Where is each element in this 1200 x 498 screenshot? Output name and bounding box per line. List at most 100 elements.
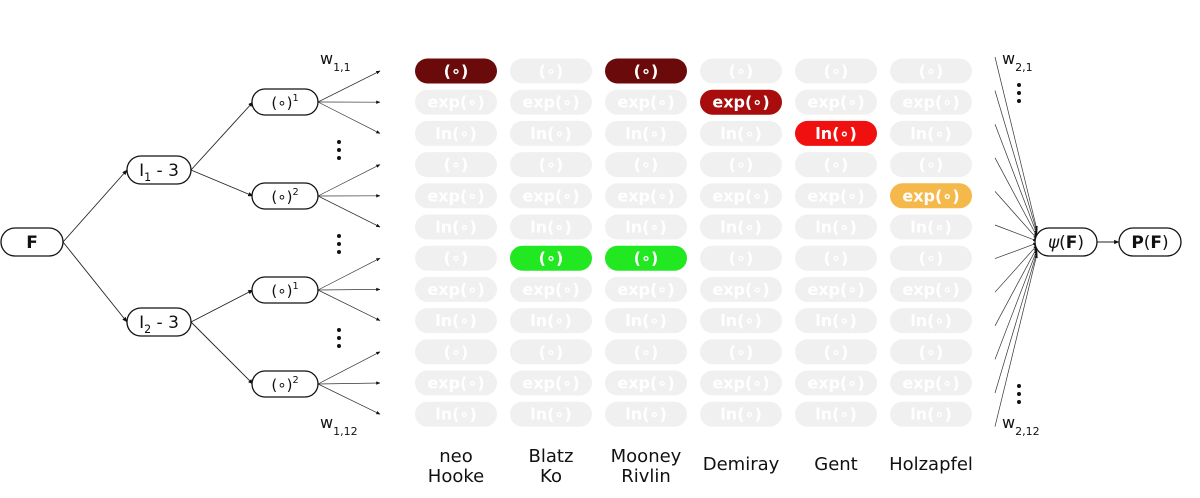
pill-label: exp(∘) [617,280,674,299]
invariant-node-2-box [126,307,192,337]
pill-label: exp(∘) [427,374,484,393]
pill-label: exp(∘) [712,186,769,205]
pill-label: exp(∘) [522,280,579,299]
edge-invariant-1-power-1 [190,101,254,171]
pill-label: ln(∘) [910,218,952,237]
pill-label: exp(∘) [807,280,864,299]
cell-2-6: ln(∘) [510,214,592,240]
inactive-pill [795,245,877,271]
cell-6-9: ln(∘) [890,308,972,334]
pill-label: (∘) [539,342,564,361]
pill-label: exp(∘) [902,280,959,299]
cell-1-4: (∘) [415,152,497,178]
cell-5-10: (∘) [795,339,877,365]
pill-label: ln(∘) [910,311,952,330]
pill-label: ln(∘) [435,124,477,143]
cell-4-2: exp(∘) [700,89,782,115]
inactive-pill [510,401,592,427]
active-pill [795,120,877,146]
pill-label: (∘) [444,155,469,174]
pill-label: (∘) [634,155,659,174]
inactive-pill [700,152,782,178]
inactive-pill [510,58,592,84]
cell-2-4: (∘) [510,152,592,178]
inactive-pill [795,58,877,84]
edge-invariant-2-power-4 [190,321,254,385]
active-pill [605,245,687,271]
inactive-pill [890,370,972,396]
column-label-4: Demiray [703,454,780,475]
ellipsis-out-bottom [1017,384,1021,404]
pill-label: ln(∘) [910,124,952,143]
pill-label: (∘) [539,62,564,81]
pill-label: exp(∘) [902,186,959,205]
cell-1-8: exp(∘) [415,276,497,302]
pill-label: ln(∘) [625,405,667,424]
active-pill [890,183,972,209]
inactive-pill [700,276,782,302]
edge-row-5-psi [994,191,1038,240]
cell-6-12: ln(∘) [890,401,972,427]
cell-6-6: ln(∘) [890,214,972,240]
cell-5-2: exp(∘) [795,89,877,115]
pill-label: ln(∘) [435,311,477,330]
edge-invariant-2-power-3 [190,289,254,323]
cell-2-7: (∘) [510,245,592,271]
cell-4-5: exp(∘) [700,183,782,209]
inactive-pill [605,339,687,365]
pill-label: (∘) [729,155,754,174]
pill-label: (∘) [634,249,659,268]
weight-w112: w1,12 [320,413,358,438]
edge-power-4-row-10 [317,351,381,385]
cell-4-7: (∘) [700,245,782,271]
inactive-pill [890,276,972,302]
edge-row-8-psi [994,244,1038,293]
invariant-node-2: I2 - 3 [126,307,192,337]
cell-5-4: (∘) [795,152,877,178]
edge-row-7-psi [994,242,1038,259]
inactive-pill [415,308,497,334]
inactive-pill [795,401,877,427]
cell-3-12: ln(∘) [605,401,687,427]
pill-label: (∘) [919,342,944,361]
cell-1-9: ln(∘) [415,308,497,334]
cell-1-11: exp(∘) [415,370,497,396]
pill-label: exp(∘) [617,93,674,112]
power-node-4-box [251,370,319,398]
pill-label: exp(∘) [712,374,769,393]
cell-6-5: exp(∘) [890,183,972,209]
column-label-5: Gent [814,454,858,475]
pill-label: (∘) [824,62,849,81]
inactive-pill [890,339,972,365]
cell-2-10: (∘) [510,339,592,365]
inactive-pill [795,276,877,302]
inactive-pill [415,276,497,302]
pill-label: (∘) [824,342,849,361]
pill-label: (∘) [919,62,944,81]
pill-label: ln(∘) [720,218,762,237]
inactive-pill [510,339,592,365]
cell-5-11: exp(∘) [795,370,877,396]
inactive-pill [415,214,497,240]
pill-label: exp(∘) [902,374,959,393]
stress-node-box [1118,227,1182,257]
inactive-pill [415,183,497,209]
column-label-6: Holzapfel [889,454,973,475]
inactive-pill [605,276,687,302]
cell-3-8: exp(∘) [605,276,687,302]
edge-row-4-psi [994,157,1038,237]
edge-power-4-row-11 [317,381,381,385]
invariant-node-1-box [126,155,192,185]
edge-power-3-row-9 [317,289,381,321]
cell-1-10: (∘) [415,339,497,365]
cell-5-5: exp(∘) [795,183,877,209]
cell-6-7: (∘) [890,245,972,271]
cell-4-6: ln(∘) [700,214,782,240]
inactive-pill [510,152,592,178]
pill-label: ln(∘) [815,405,857,424]
input-node-label: F [26,233,38,253]
inactive-pill [890,308,972,334]
cell-5-6: ln(∘) [795,214,877,240]
active-pill [510,245,592,271]
